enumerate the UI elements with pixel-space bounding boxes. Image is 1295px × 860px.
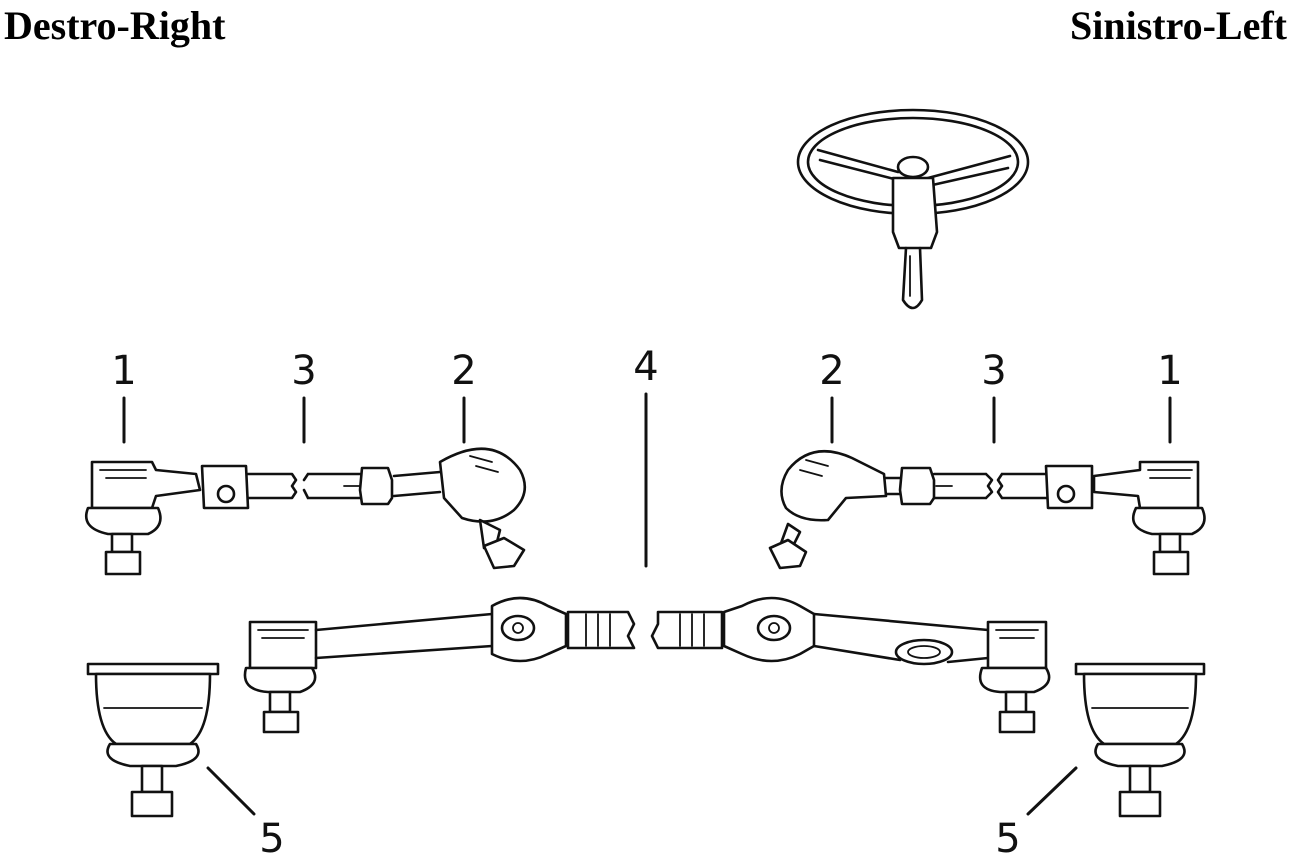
title-right-hand-drive: Destro-Right [4, 3, 226, 48]
center-drag-link [243, 596, 1051, 734]
ball-joint-left [86, 662, 220, 818]
tie-rod-left-assembly [84, 447, 527, 576]
leader-line-5-left [206, 766, 256, 816]
callout-3-right: 3 [981, 348, 1006, 394]
callout-2-left: 2 [451, 348, 476, 394]
steering-wheel-illustration [796, 108, 1030, 310]
tie-rod-right-assembly [768, 450, 1206, 576]
callout-1-right: 1 [1157, 348, 1182, 394]
callout-5-left: 5 [259, 816, 284, 860]
callout-3-left: 3 [291, 348, 316, 394]
leader-line-5-right [1026, 766, 1078, 816]
ball-joint-right [1074, 662, 1206, 818]
callout-5-right: 5 [995, 816, 1020, 860]
callout-4: 4 [633, 344, 658, 390]
title-left-hand-drive: Sinistro-Left [1069, 3, 1287, 48]
callout-2-right: 2 [819, 348, 844, 394]
callout-1-left: 1 [111, 348, 136, 394]
